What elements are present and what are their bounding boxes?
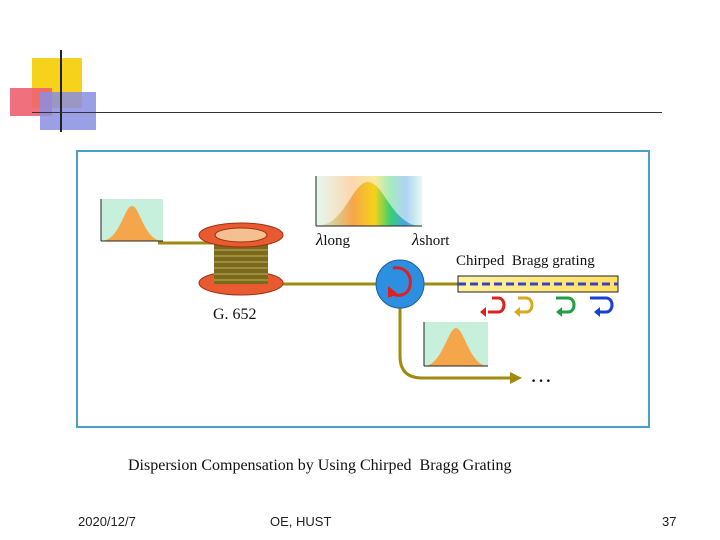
footer-date: 2020/12/7	[78, 514, 136, 529]
fiber-spool-icon	[198, 222, 284, 296]
footer-page-number: 37	[662, 514, 677, 529]
deco-vertical-line	[60, 50, 62, 132]
output-pulse	[423, 322, 488, 367]
fiber-line-output	[398, 306, 510, 380]
reflection-arrow-red-icon	[480, 296, 506, 317]
bragg-grating	[457, 275, 619, 293]
input-pulse	[100, 199, 163, 242]
deco-horizontal-line	[32, 112, 662, 113]
label-long-text: long	[323, 233, 351, 249]
label-grating: Chirped Bragg grating	[456, 253, 595, 269]
slide-caption: Dispersion Compensation by Using Chirped…	[128, 457, 512, 474]
label-short-text: short	[419, 233, 450, 249]
reflection-arrow-green-icon	[556, 296, 576, 317]
reflection-arrow-yellow-icon	[514, 296, 534, 317]
footer-org: OE, HUST	[270, 514, 332, 529]
reflection-arrow-blue-icon	[590, 296, 614, 317]
label-ellipsis: …	[530, 362, 556, 387]
lambda-symbol-long: λ	[316, 230, 324, 249]
label-fiber: G. 652	[213, 306, 257, 323]
label-lambda-short: λshort	[412, 230, 449, 250]
deco-blue-square	[40, 92, 96, 130]
spectrum-pulse	[315, 176, 422, 227]
output-arrowhead	[510, 372, 522, 384]
label-lambda-long: λlong	[316, 230, 350, 250]
lambda-symbol-short: λ	[412, 230, 420, 249]
diagram-frame	[76, 150, 650, 428]
circulator-arrow-icon	[388, 266, 412, 297]
circulator-icon	[375, 259, 425, 309]
